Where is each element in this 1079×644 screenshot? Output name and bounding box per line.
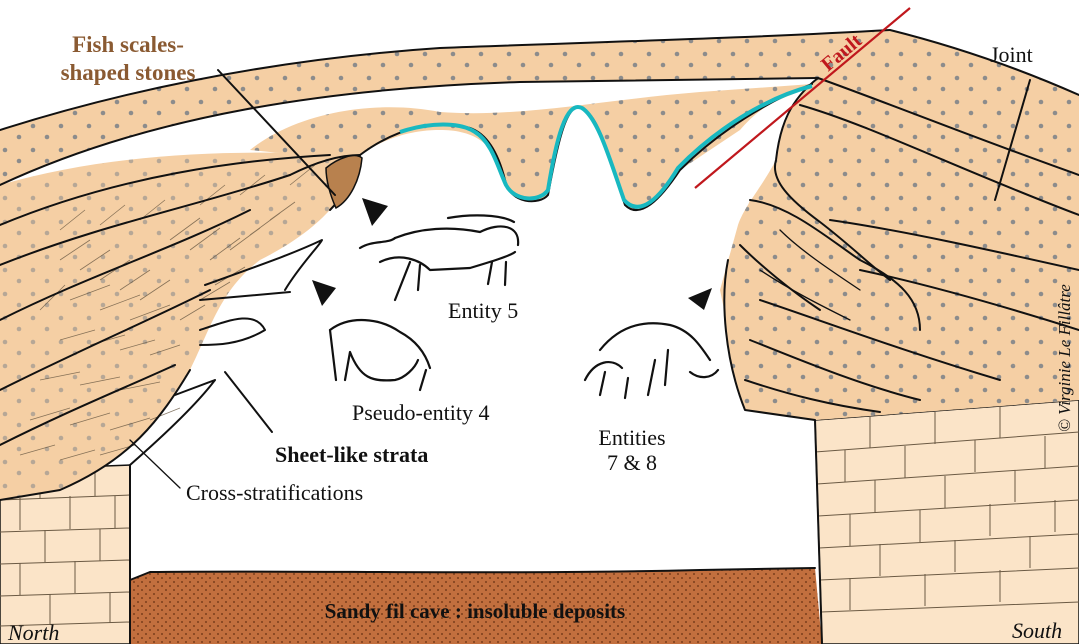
- label-cross-stratifications: Cross-stratifications: [186, 480, 363, 505]
- arrow-pseudo-entity-4: [312, 280, 336, 306]
- arrow-entity-5: [362, 198, 388, 226]
- label-joint: Joint: [990, 42, 1033, 67]
- limestone-right: [815, 400, 1079, 644]
- label-south: South: [1012, 618, 1062, 643]
- label-fish-scales-line1: Fish scales-: [72, 32, 184, 57]
- copyright-credit: © Virginie Le Fillâtre: [1055, 284, 1074, 432]
- label-sheet-like-strata: Sheet-like strata: [275, 442, 428, 467]
- label-pseudo-entity-4: Pseudo-entity 4: [352, 400, 490, 425]
- label-north: North: [7, 620, 59, 644]
- label-entities-line1: Entities: [598, 425, 665, 450]
- arrow-entities-7-8: [688, 288, 712, 310]
- label-entity-5: Entity 5: [448, 298, 518, 323]
- engraving-entities-7-8: [585, 323, 718, 398]
- engraving-pseudo-entity-4: [330, 320, 430, 390]
- engraving-entity-5: [360, 215, 518, 300]
- label-sandy-fill: Sandy fil cave : insoluble deposits: [325, 599, 625, 623]
- label-entities-line2: 7 & 8: [607, 450, 657, 475]
- label-fish-scales-line2: shaped stones: [61, 60, 196, 85]
